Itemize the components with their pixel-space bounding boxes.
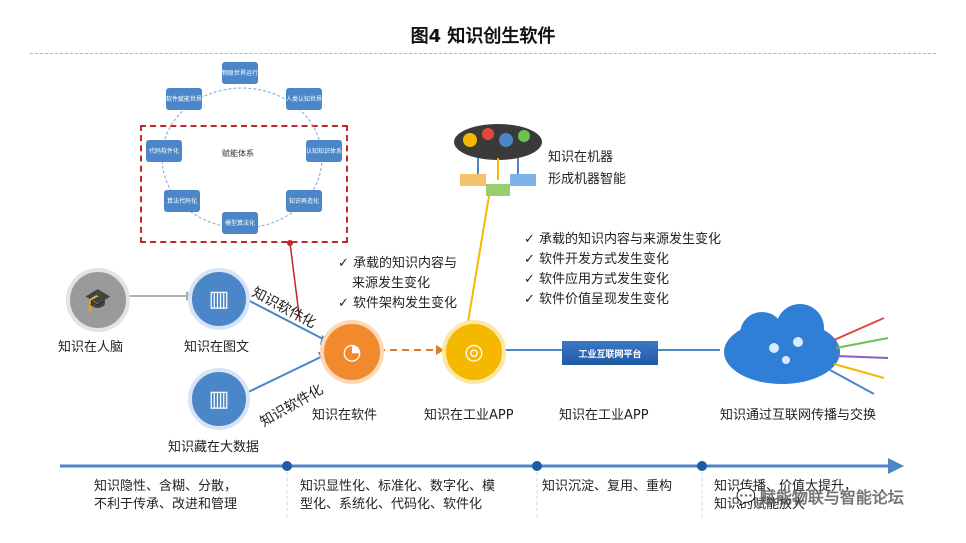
bullet-right-3: ✓ 软件应用方式发生变化 [524,272,670,287]
map-icon-bottom: ▥ [188,368,250,430]
bullet-right-2: ✓ 软件开发方式发生变化 [524,252,670,267]
cycle-box-3: 认知知识体系 [306,140,342,162]
cycle-box-4: 知识再造化 [286,190,322,212]
cycle-center-label: 赋能体系 [222,149,254,158]
bullets-left: ✓ 承载的知识内容与 来源发生变化 ✓ 软件架构发生变化 [338,254,457,314]
timeline-stage-3-line1: 知识沉淀、复用、重构 [542,479,673,494]
timeline-stage-2-line1: 知识显性化、标准化、数字化、模 [300,479,496,494]
bullet-left-2: ✓ 软件架构发生变化 [338,296,458,311]
platform-box: 工业互联网平台 [562,341,658,365]
wechat-icon: 💬 [736,486,756,506]
cycle-box-2: 人类认知世界 [286,88,322,110]
node-app1-label: 知识在工业APP [424,408,514,423]
node-bigdata-label: 知识藏在大数据 [168,440,260,455]
machine-label-line1: 知识在机器 [548,150,614,165]
internet-cloud-icon [724,304,889,395]
cycle-to-software-line [289,242,301,323]
gauge-icon: ◔ [320,320,384,384]
bullet-right-1: ✓ 承载的知识内容与来源发生变化 [524,232,722,247]
timeline-stage-1-line1: 知识隐性、含糊、分散， [94,479,238,494]
timeline-stage-2: 知识显性化、标准化、数字化、模 型化、系统化、代码化、软件化 [300,478,495,514]
bullet-left-1-cont: 来源发生变化 [352,276,431,291]
node-brain-label: 知识在人脑 [58,340,124,355]
cycle-box-8: 软件赋能世界 [166,88,202,110]
bigdata-to-software-line [239,354,326,397]
bullet-left-1: ✓ 承载的知识内容与 [338,256,458,271]
machine-gears-icon [454,124,542,196]
timeline-stage-3: 知识沉淀、复用、重构 [542,478,672,496]
timeline-stage-4-line1: 知识传播、价值大提升， [714,479,858,494]
watermark-text: 赋能物联与智能论坛 [759,488,904,507]
timeline-dot-2 [532,461,542,471]
cycle-box-6: 算法代码化 [164,190,200,212]
cycle-box-7: 代码软件化 [146,140,182,162]
node-internet-label: 知识通过互联网传播与交换 [720,408,877,423]
dashed-arrow-head [436,345,444,355]
watermark: 💬 赋能物联与智能论坛 [736,484,904,508]
map-icon-top: ▥ [188,268,250,330]
title-divider [30,53,936,54]
bullet-right-4: ✓ 软件价值呈现发生变化 [524,292,670,307]
bullets-right: ✓ 承载的知识内容与来源发生变化 ✓ 软件开发方式发生变化 ✓ 软件应用方式发生… [524,230,721,310]
timeline-stage-2-line2: 型化、系统化、代码化、软件化 [300,497,483,512]
text-to-software-line [239,295,326,341]
timeline-stage-1: 知识隐性、含糊、分散， 不利于传承、改进和管理 [94,478,237,514]
node-text-label: 知识在图文 [184,340,250,355]
graduation-cap-icon: 🎓 [66,268,130,332]
cycle-box-5: 模型算法化 [222,212,258,234]
machine-label-line2: 形成机器智能 [548,172,627,187]
timeline-stage-4: 知识传播、价值大提升， 知识的赋能放大 [714,478,857,514]
node-app2-label: 知识在工业APP [559,408,649,423]
app-to-machine-line [467,189,491,323]
timeline-stage-1-line2: 不利于传承、改进和管理 [94,497,238,512]
timeline-dot-3 [697,461,707,471]
figure-title: 图4 知识创生软件 [410,26,556,47]
cycle-frame [140,125,348,243]
cycle-box-1: 物联世界运行 [222,62,258,84]
timeline-stage-4-line2: 知识的赋能放大 [714,497,806,512]
timeline-dot-1 [282,461,292,471]
node-software-label: 知识在软件 [312,408,378,423]
lifebuoy-icon: ◎ [442,320,506,384]
timeline-arrow-head [888,458,904,474]
